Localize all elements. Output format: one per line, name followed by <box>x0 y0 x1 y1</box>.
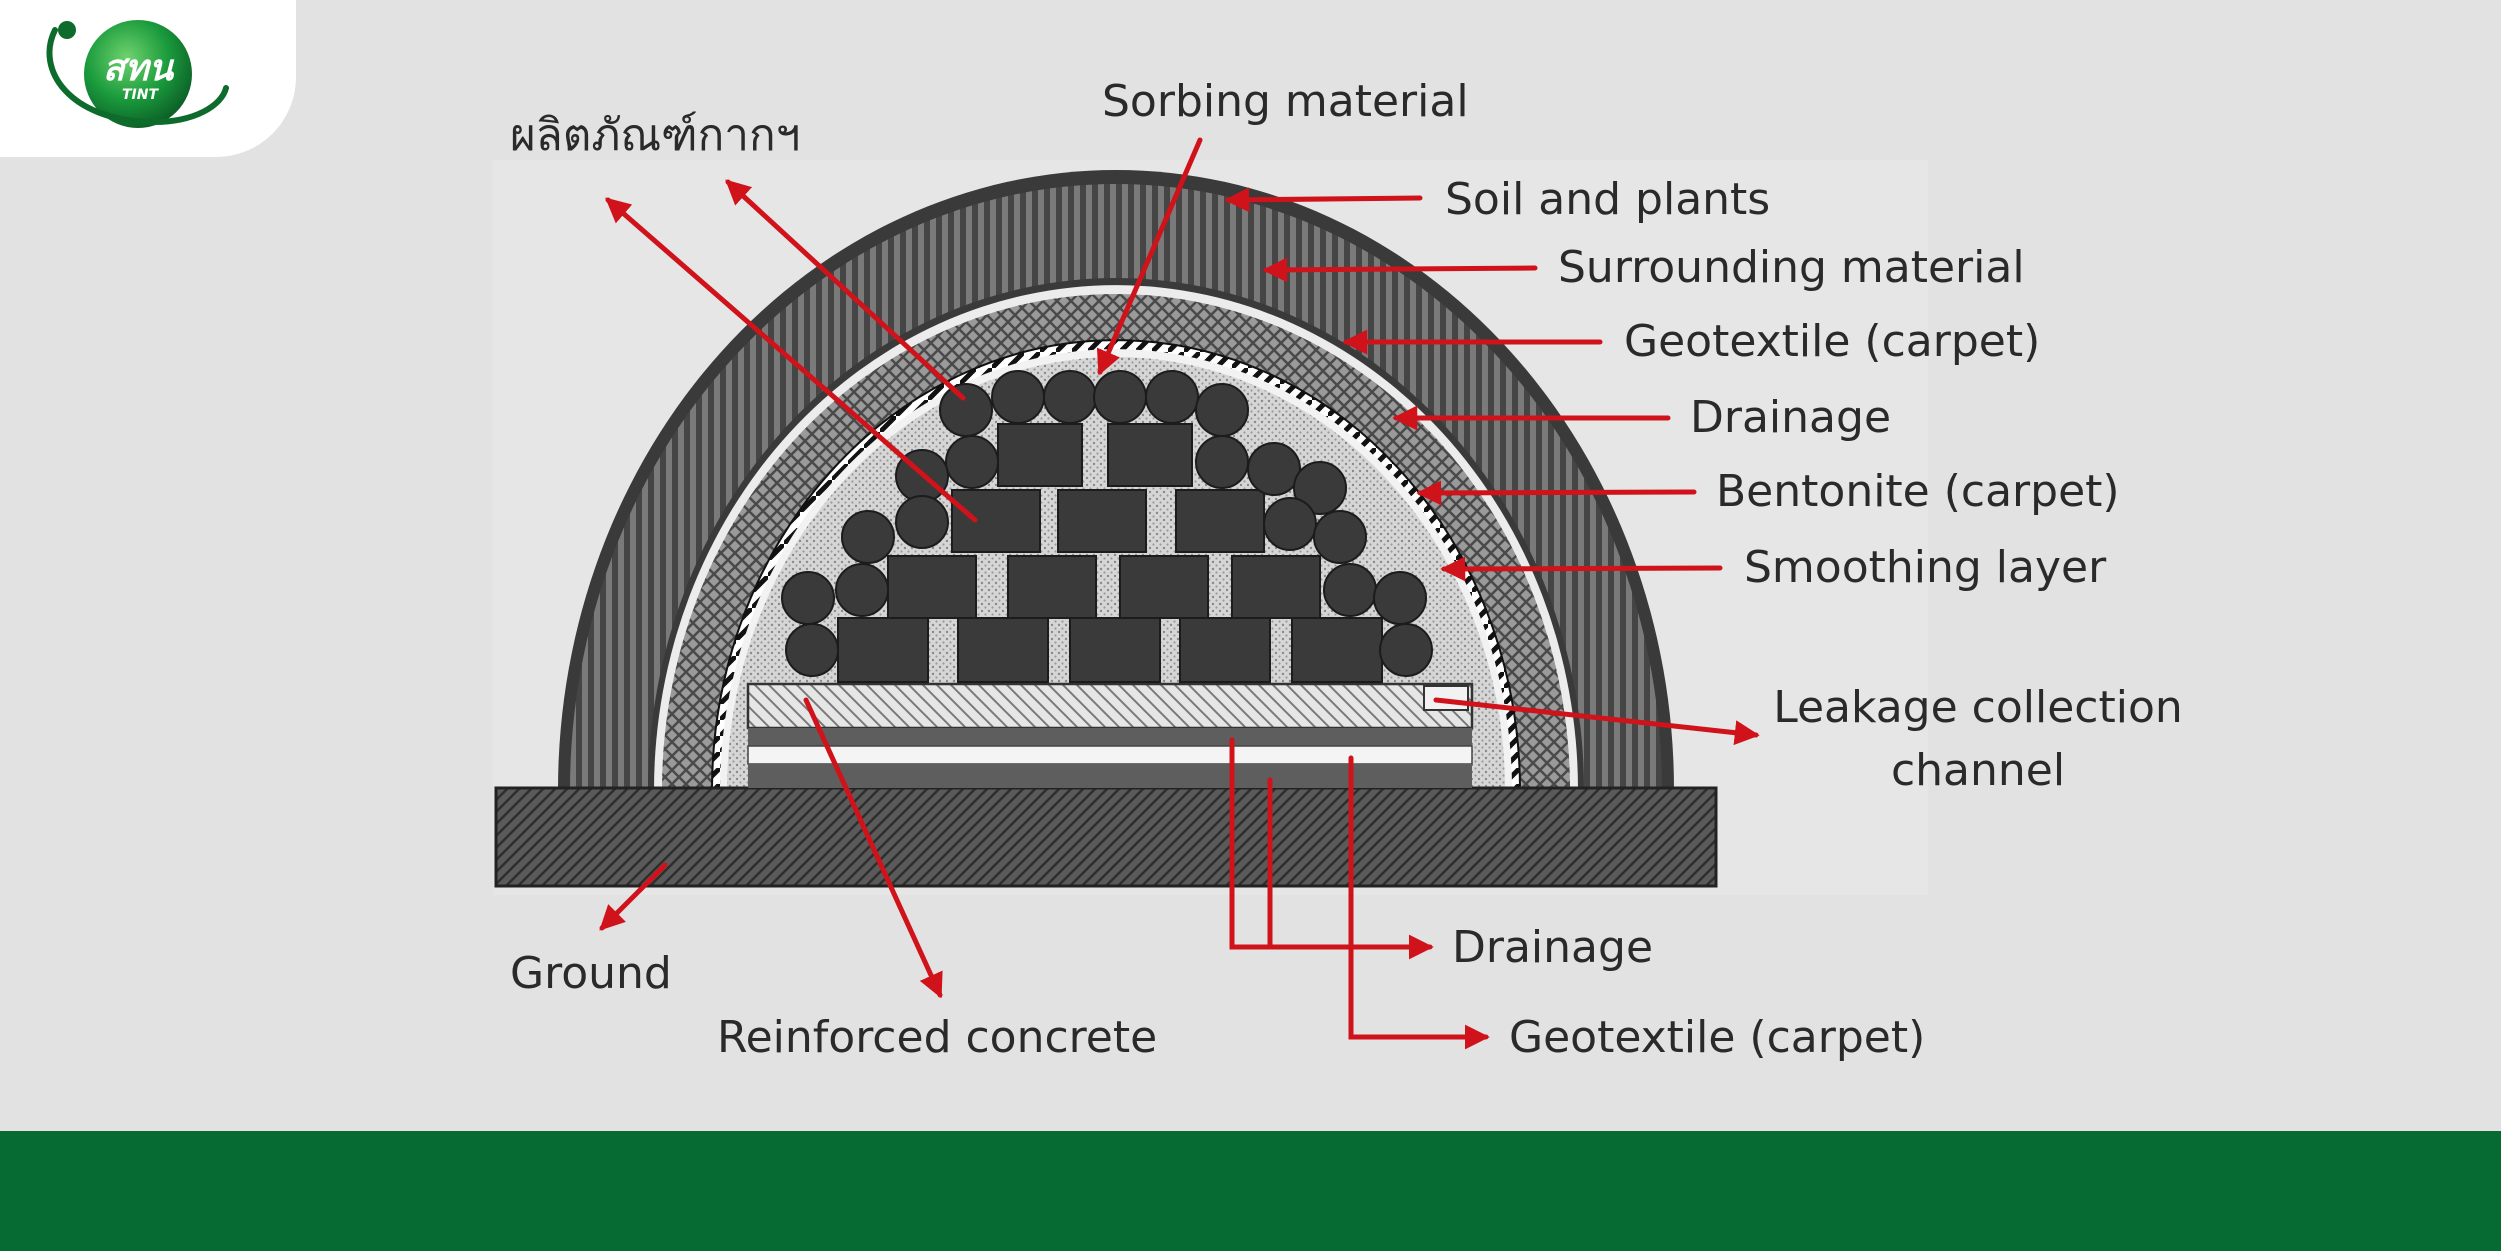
ground-slab <box>494 786 1718 888</box>
waste-drum-2 <box>991 370 1045 424</box>
label-sorbing-material: Sorbing material <box>1102 76 1469 127</box>
arrow-soil <box>1224 187 1423 213</box>
waste-block-8 <box>1119 555 1209 619</box>
waste-block-2 <box>957 617 1049 683</box>
arrow-surrounding <box>1262 257 1538 283</box>
label-bentonite: Bentonite (carpet) <box>1716 466 2120 517</box>
waste-drum-5 <box>1145 370 1199 424</box>
waste-block-11 <box>1057 489 1147 553</box>
waste-block-7 <box>1007 555 1097 619</box>
waste-block-5 <box>1291 617 1383 683</box>
waste-block-13 <box>997 423 1083 487</box>
arrow-drainage-bottom-a <box>1229 737 1434 960</box>
waste-block-14 <box>1107 423 1193 487</box>
leader-arrows <box>599 137 1760 1050</box>
waste-drum-10 <box>1247 442 1301 496</box>
reinforced-concrete-slab <box>746 682 1474 730</box>
waste-drum-19 <box>1373 571 1427 625</box>
label-soil-and-plants: Soil and plants <box>1445 174 1770 225</box>
arrow-ground <box>599 862 668 931</box>
label-leakage-line-1: Leakage collection <box>1773 682 2183 733</box>
waste-block-9 <box>1231 555 1321 619</box>
logo-orbit <box>46 27 229 126</box>
drainage-strip <box>748 728 1472 746</box>
arrow-concrete <box>803 697 943 999</box>
waste-block-1 <box>837 617 929 683</box>
waste-block-12 <box>1175 489 1265 553</box>
waste-drum-3 <box>1043 370 1097 424</box>
label-surrounding-material: Surrounding material <box>1558 242 2025 293</box>
label-drainage-top: Drainage <box>1690 392 1891 443</box>
arrow-leakage <box>1433 697 1760 746</box>
label-geotextile-bottom: Geotextile (carpet) <box>1509 1012 1925 1063</box>
waste-drum-9 <box>1195 435 1249 489</box>
label-smoothing-layer: Smoothing layer <box>1744 542 2107 593</box>
geotextile-strip <box>747 745 1473 765</box>
waste-drum-21 <box>1379 623 1433 677</box>
waste-drum-12 <box>895 495 949 549</box>
logo-text: สทน <box>103 48 175 89</box>
waste-drum-15 <box>1313 510 1367 564</box>
waste-drum-4 <box>1093 370 1147 424</box>
base-strip <box>748 764 1472 788</box>
arrow-sorbing <box>1096 137 1203 376</box>
label-geotextile-top: Geotextile (carpet) <box>1624 316 2040 367</box>
arrow-waste-1 <box>605 197 978 523</box>
waste-packages <box>781 370 1433 683</box>
waste-drum-11 <box>1293 461 1347 515</box>
waste-drum-6 <box>1195 383 1249 437</box>
label-waste-products: ผลิตภัณฑ์กากฯ <box>510 110 800 161</box>
arrow-waste-2 <box>725 179 966 401</box>
waste-block-3 <box>1069 617 1161 683</box>
waste-block-4 <box>1179 617 1271 683</box>
waste-block-6 <box>887 555 977 619</box>
waste-drum-16 <box>835 563 889 617</box>
leakage-collection-channel <box>1423 685 1469 711</box>
arrow-smoothing <box>1440 556 1723 582</box>
waste-drum-7 <box>945 435 999 489</box>
footer-band <box>0 1131 2501 1251</box>
arrow-geotextile-bottom <box>1348 755 1490 1050</box>
tint-logo[interactable]: สทน TINT <box>0 0 296 157</box>
logo-card: สทน TINT <box>0 0 296 157</box>
waste-drum-14 <box>1263 497 1317 551</box>
waste-drum-18 <box>1323 563 1377 617</box>
label-drainage-bottom: Drainage <box>1452 922 1653 973</box>
label-reinforced-concrete: Reinforced concrete <box>717 1012 1157 1063</box>
arrow-bentonite <box>1416 480 1697 506</box>
logo-globe <box>84 20 192 128</box>
waste-drum-20 <box>785 623 839 677</box>
waste-drum-1 <box>939 383 993 437</box>
label-ground: Ground <box>510 948 672 999</box>
logo-subtext: TINT <box>122 87 159 103</box>
waste-drum-13 <box>841 510 895 564</box>
logo-orbit-dot <box>58 21 76 39</box>
label-leakage-line-2: channel <box>1891 745 2065 796</box>
waste-drum-17 <box>781 571 835 625</box>
waste-block-10 <box>951 489 1041 553</box>
